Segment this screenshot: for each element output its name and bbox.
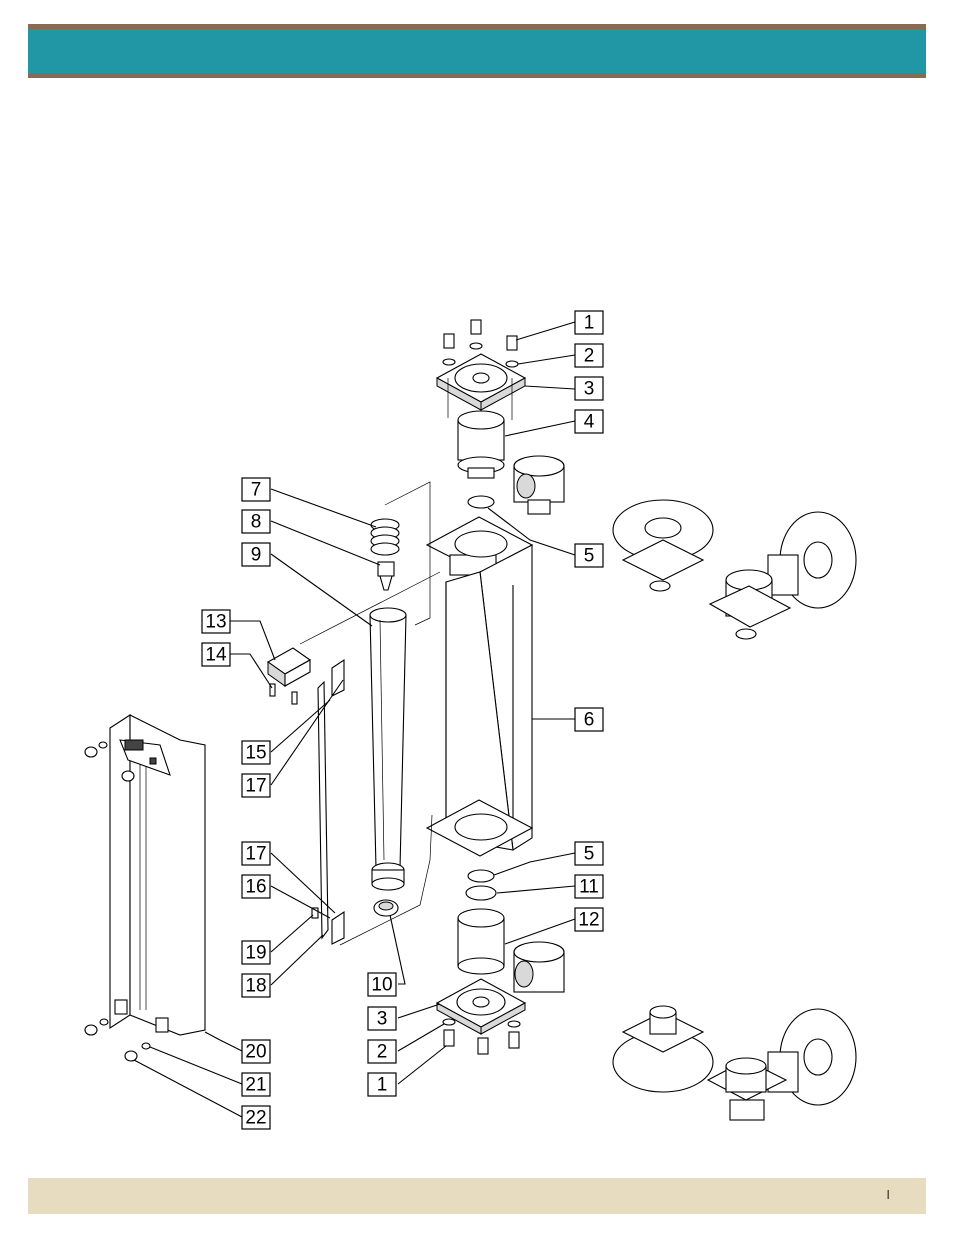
top-end-fitting: [458, 411, 504, 478]
callout-label: 13: [205, 612, 226, 633]
bottom-fitting-alt: [514, 942, 564, 992]
callout-label: 15: [245, 743, 266, 764]
callout-label: 1: [584, 313, 595, 334]
callout-5: 5: [575, 544, 603, 567]
callout-label: 16: [245, 877, 266, 898]
callout-9: 9: [242, 543, 270, 566]
callout-label: 18: [245, 976, 266, 997]
callout-label: 5: [584, 546, 595, 567]
callout-label: 10: [371, 975, 392, 996]
callout-3: 3: [368, 1007, 396, 1030]
callout-label: 14: [205, 645, 227, 666]
callout-label: 19: [245, 943, 266, 964]
callout-5: 5: [575, 842, 603, 865]
callout-2: 2: [368, 1040, 396, 1063]
float: [378, 562, 394, 590]
bottom-o-ring: [468, 870, 494, 882]
scale-cover: [110, 715, 205, 1035]
callout-label: 22: [245, 1108, 266, 1129]
callout-16: 16: [242, 875, 270, 898]
callout-19: 19: [242, 941, 270, 964]
callout-17: 17: [242, 774, 270, 797]
callout-8: 8: [242, 510, 270, 533]
callout-label: 6: [584, 710, 595, 731]
callout-label: 11: [579, 877, 599, 898]
glass-tube: [370, 608, 406, 890]
callout-label: 7: [251, 480, 262, 501]
callout-label: 17: [245, 776, 266, 797]
callout-7: 7: [242, 478, 270, 501]
float-stop: [374, 900, 398, 916]
callout-label: 12: [578, 910, 599, 931]
callout-6: 6: [575, 708, 603, 731]
scale-clip: [268, 648, 310, 704]
callout-1: 1: [368, 1073, 396, 1096]
callout-4: 4: [575, 410, 603, 433]
callout-2: 2: [575, 344, 603, 367]
callout-20: 20: [242, 1040, 270, 1063]
bottom-ring: [466, 886, 496, 900]
callout-21: 21: [242, 1073, 270, 1096]
callout-11: 11: [575, 875, 603, 898]
callout-17: 17: [242, 842, 270, 865]
callout-22: 22: [242, 1106, 270, 1129]
callout-15: 15: [242, 741, 270, 764]
float-spring: [371, 519, 399, 555]
callout-label: 21: [245, 1075, 266, 1096]
bottom-end-fitting: [458, 909, 504, 974]
top-fitting-alt: [514, 456, 564, 514]
callout-13: 13: [202, 610, 230, 633]
callout-label: 4: [584, 412, 595, 433]
callout-label: 20: [245, 1042, 266, 1063]
callout-label: 2: [377, 1042, 388, 1063]
callout-12: 12: [575, 908, 603, 931]
main-housing: [427, 517, 532, 856]
callout-18: 18: [242, 974, 270, 997]
callout-label: 3: [377, 1009, 388, 1030]
callout-label: 2: [584, 346, 595, 367]
callout-label: 17: [245, 844, 266, 865]
flange-config-top: [613, 500, 856, 639]
callout-10: 10: [368, 973, 396, 996]
callout-1: 1: [575, 311, 603, 334]
callout-14: 14: [202, 643, 230, 666]
callout-label: 9: [251, 545, 262, 566]
callout-label: 3: [584, 379, 595, 400]
callout-label: 8: [251, 512, 262, 533]
top-o-ring: [468, 496, 494, 508]
callout-label: 1: [377, 1075, 388, 1096]
footer-bar: I: [28, 1178, 926, 1214]
flange-config-bottom: [613, 1006, 856, 1120]
page-number: I: [886, 1187, 890, 1202]
callout-label: 5: [584, 844, 595, 865]
callout-3: 3: [575, 377, 603, 400]
